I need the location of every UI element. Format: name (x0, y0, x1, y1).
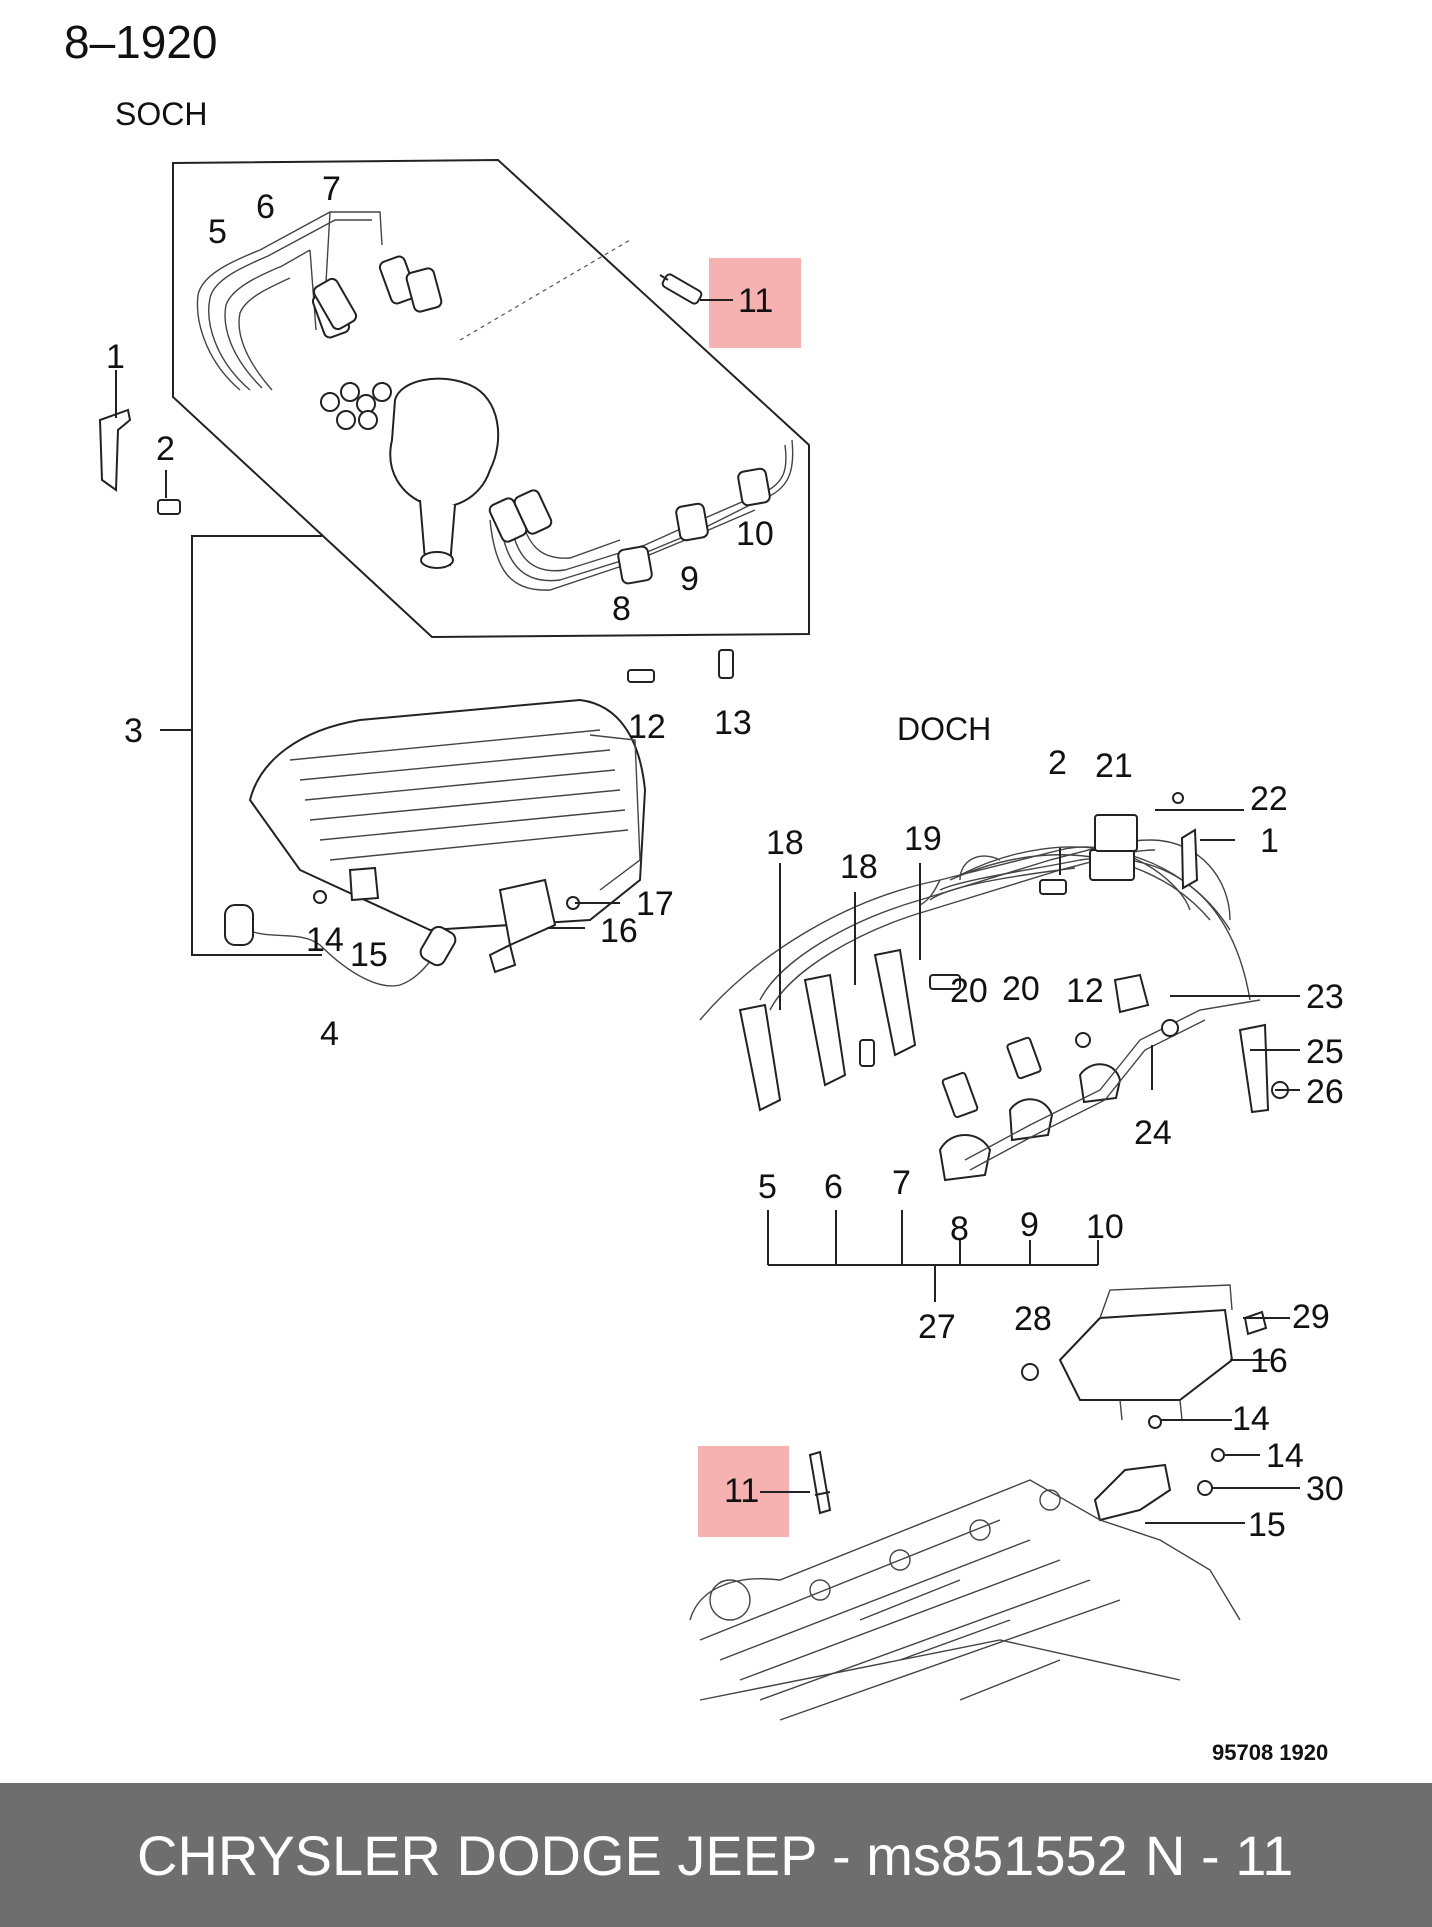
callout-doch-28: 28 (1014, 1300, 1052, 1338)
callout-doch-5: 5 (758, 1168, 777, 1206)
callout-doch-1: 1 (1260, 822, 1279, 860)
callout-doch-29: 29 (1292, 1298, 1330, 1336)
callout-doch-18a: 18 (766, 824, 804, 862)
callout-doch-30: 30 (1306, 1470, 1344, 1508)
reference-code: 95708 1920 (1212, 1740, 1328, 1765)
diagram-code: 8–1920 (64, 16, 218, 68)
doch-ignition-assembly (689, 792, 1289, 1721)
callout-soch-13: 13 (714, 704, 752, 742)
callout-doch-11: 11 (724, 1472, 759, 1510)
callout-soch-10: 10 (736, 515, 774, 553)
soch-ignition-wire-assembly (172, 158, 810, 639)
callout-doch-14a: 14 (1232, 1400, 1270, 1438)
callout-soch-1: 1 (106, 338, 125, 376)
section-label-soch: SOCH (115, 96, 207, 132)
callout-doch-7: 7 (892, 1164, 911, 1202)
callout-soch-14: 14 (306, 921, 344, 959)
footer-item-number: N - 11 (1145, 1824, 1294, 1887)
callout-doch-9: 9 (1020, 1206, 1039, 1244)
parts-diagram: 8–1920 SOCH DOCH (64, 16, 1344, 1765)
callout-soch-6: 6 (256, 188, 275, 226)
callout-doch-8: 8 (950, 1210, 969, 1248)
callout-doch-10: 10 (1086, 1208, 1124, 1246)
callout-doch-14b: 14 (1266, 1437, 1304, 1475)
callout-soch-2: 2 (156, 430, 175, 468)
callout-doch-24: 24 (1134, 1114, 1172, 1152)
callout-soch-11: 11 (738, 282, 773, 320)
callout-doch-2: 2 (1048, 744, 1067, 782)
callout-doch-20a: 20 (950, 972, 988, 1010)
callout-doch-22: 22 (1250, 780, 1288, 818)
callout-doch-12: 12 (1066, 972, 1104, 1010)
callout-soch-4: 4 (320, 1015, 339, 1053)
callout-labels: 1 2 3 4 5 6 7 8 9 10 11 12 13 14 15 16 1… (106, 170, 1344, 1544)
callout-doch-25: 25 (1306, 1033, 1344, 1071)
callout-soch-12: 12 (628, 708, 666, 746)
callout-doch-18b: 18 (840, 848, 878, 886)
callout-doch-16: 16 (1250, 1342, 1288, 1380)
callout-soch-5: 5 (208, 213, 227, 251)
callout-doch-27: 27 (918, 1308, 956, 1346)
footer-bar: CHRYSLER DODGE JEEP - ms851552 N - 11 (0, 1783, 1432, 1927)
footer-brand-part-number: CHRYSLER DODGE JEEP - ms851552 (137, 1824, 1128, 1887)
callout-soch-17: 17 (636, 885, 674, 923)
callout-doch-20b: 20 (1002, 970, 1040, 1008)
callout-doch-19: 19 (904, 820, 942, 858)
callout-doch-6: 6 (824, 1168, 843, 1206)
callout-doch-23: 23 (1306, 978, 1344, 1016)
callout-soch-16: 16 (600, 912, 638, 950)
section-label-doch: DOCH (897, 711, 991, 747)
callout-soch-9: 9 (680, 560, 699, 598)
callout-soch-8: 8 (612, 590, 631, 628)
callout-doch-26: 26 (1306, 1073, 1344, 1111)
doch-leader-lines (547, 299, 1300, 1524)
callout-soch-7: 7 (322, 170, 341, 208)
callout-soch-15: 15 (350, 936, 388, 974)
callout-soch-3: 3 (124, 712, 143, 750)
callout-doch-21: 21 (1095, 747, 1133, 785)
highlight-part-11-soch (709, 258, 801, 348)
callout-doch-15: 15 (1248, 1506, 1286, 1544)
soch-side-parts (98, 370, 734, 987)
